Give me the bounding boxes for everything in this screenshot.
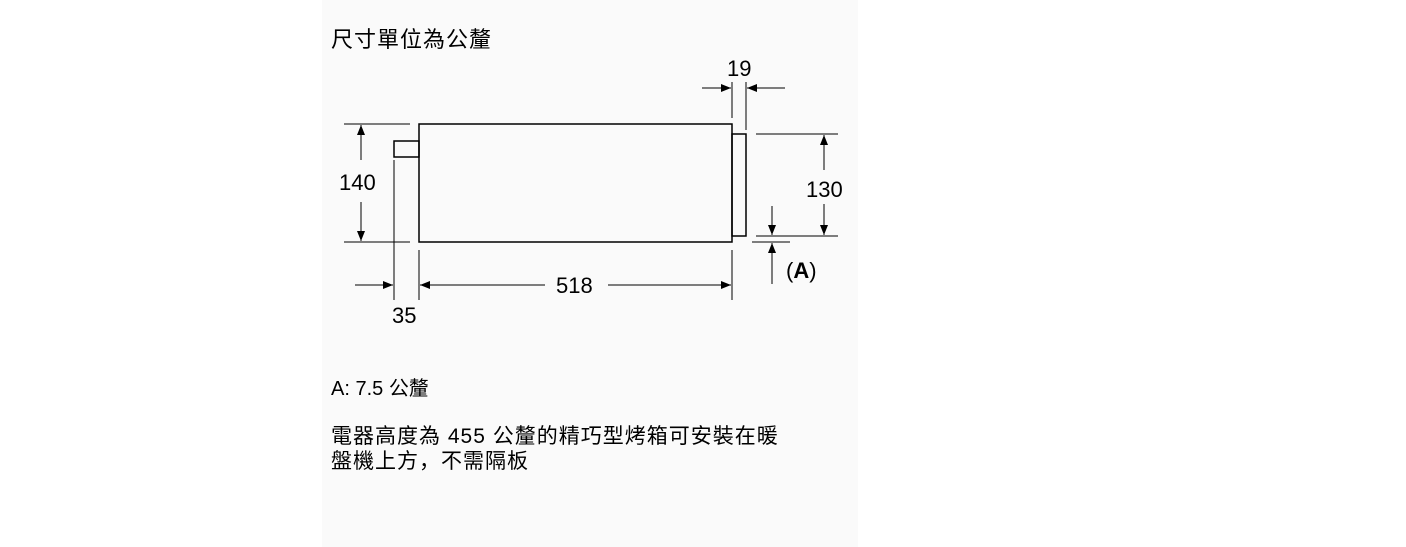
- rear-connector: [393, 140, 420, 158]
- description: 電器高度為 455 公釐的精巧型烤箱可安裝在暖 盤機上方，不需隔板: [331, 424, 871, 474]
- label-a-letter: A: [793, 258, 809, 283]
- dimension-label-130: 130: [806, 177, 843, 202]
- dimension-label-19: 19: [727, 56, 751, 81]
- label-a-paren-open: (: [786, 258, 794, 283]
- front-panel: [731, 133, 747, 237]
- diagram-panel: [322, 0, 858, 547]
- description-line-1: 電器高度為 455 公釐的精巧型烤箱可安裝在暖: [331, 425, 779, 448]
- page-title: 尺寸單位為公釐: [331, 27, 493, 52]
- dimension-label-a: (A): [786, 258, 817, 283]
- dimension-label-140: 140: [339, 170, 376, 195]
- label-a-paren-close: ): [809, 258, 816, 283]
- appliance-body: [418, 123, 733, 243]
- dimension-label-518: 518: [556, 273, 593, 298]
- description-line-2: 盤機上方，不需隔板: [331, 450, 529, 473]
- note-a: A: 7.5 公釐: [331, 378, 429, 400]
- dimension-label-35: 35: [392, 303, 416, 328]
